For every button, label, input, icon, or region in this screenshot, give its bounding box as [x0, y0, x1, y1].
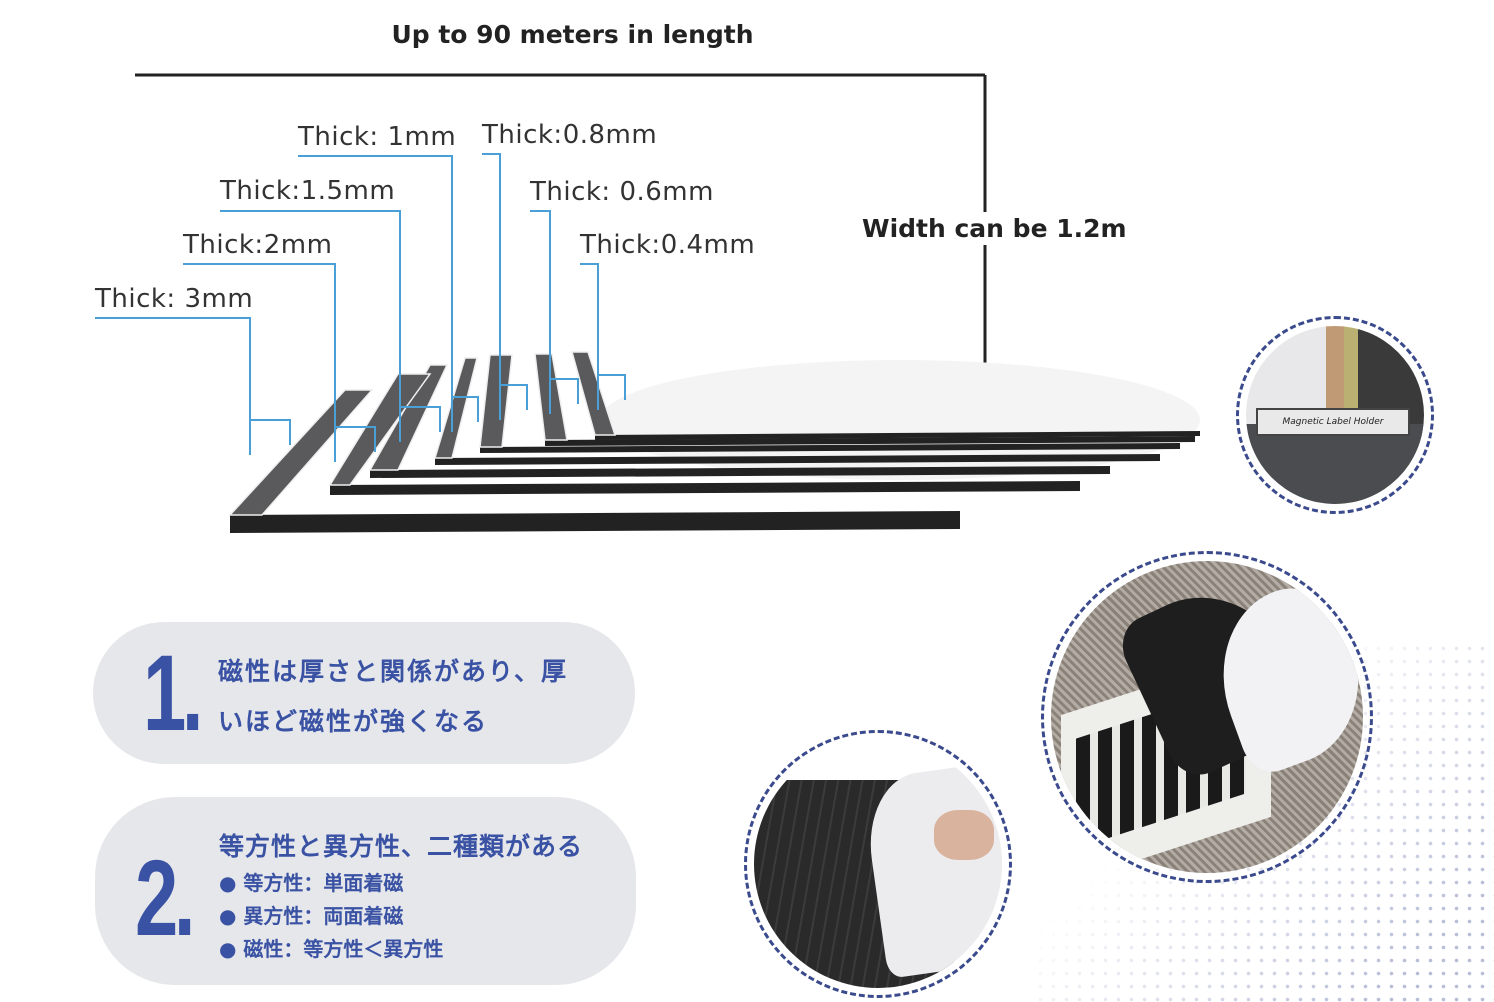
thickness-label-3mm: Thick: 3mm [95, 284, 254, 314]
magnet-strip [328, 373, 432, 486]
feature-card-2: 2. 等方性と異方性、二種類がある ● 等方性：単面着磁 ● 異方性：両面着磁 … [95, 797, 636, 985]
magnet-strip [368, 364, 449, 471]
magnet-strip-edge [330, 481, 1080, 495]
magnet-strip [479, 354, 513, 448]
magnet-strip [433, 357, 478, 459]
magnet-strip [571, 351, 617, 436]
magnet-strip-edge [545, 436, 1195, 446]
width-label: Width can be 1.2m [858, 212, 1131, 245]
feature-1-line-1: 磁性は厚さと関係があり、厚 [218, 657, 569, 686]
leader-line [220, 210, 441, 442]
feature-2-heading: 等方性と異方性、二種類がある [219, 832, 584, 861]
feature-card-1: 1. 磁性は厚さと関係があり、厚 いほど磁性が強くなる [93, 622, 635, 764]
feature-number-2: 2. [135, 837, 196, 958]
feature-1-line-2: いほど磁性が強くなる [218, 707, 489, 736]
leader-line [183, 263, 376, 462]
magnet-strip-edge [435, 454, 1160, 465]
feature-2-bullet-1: ● 等方性：単面着磁 [219, 871, 404, 895]
leader-line [482, 153, 528, 420]
feature-2-bullet-2: ● 異方性：両面着磁 [219, 904, 404, 928]
leader-line [580, 263, 626, 410]
thickness-label-0-8mm: Thick:0.8mm [482, 120, 658, 150]
feature-number-1: 1. [143, 632, 204, 753]
thickness-label-1mm: Thick: 1mm [298, 122, 457, 152]
label-holder-text: Magnetic Label Holder [1256, 408, 1410, 436]
magnet-strip-edge [370, 466, 1110, 478]
leader-line [298, 155, 479, 432]
leader-line [530, 210, 579, 414]
photo-magnetic-sheets [744, 730, 1012, 998]
thickness-label-0-4mm: Thick:0.4mm [580, 230, 756, 260]
feature-2-bullet-3: ● 磁性：等方性＜異方性 [219, 937, 444, 961]
thickness-label-1-5mm: Thick:1.5mm [220, 176, 396, 206]
photo-vent-cover [1041, 551, 1373, 883]
thickness-label-2mm: Thick:2mm [183, 230, 333, 260]
magnet-strip [228, 389, 374, 516]
length-label: Up to 90 meters in length [391, 20, 754, 49]
leader-line [95, 317, 291, 455]
magnet-strips-diagram [95, 73, 1200, 533]
thickness-label-0-6mm: Thick: 0.6mm [530, 177, 714, 207]
photo-label-holder: Magnetic Label Holder [1236, 316, 1434, 514]
magnet-strip-edge [595, 431, 1200, 440]
magnet-strip-edge [230, 511, 960, 533]
magnet-strip-edge [480, 443, 1180, 453]
